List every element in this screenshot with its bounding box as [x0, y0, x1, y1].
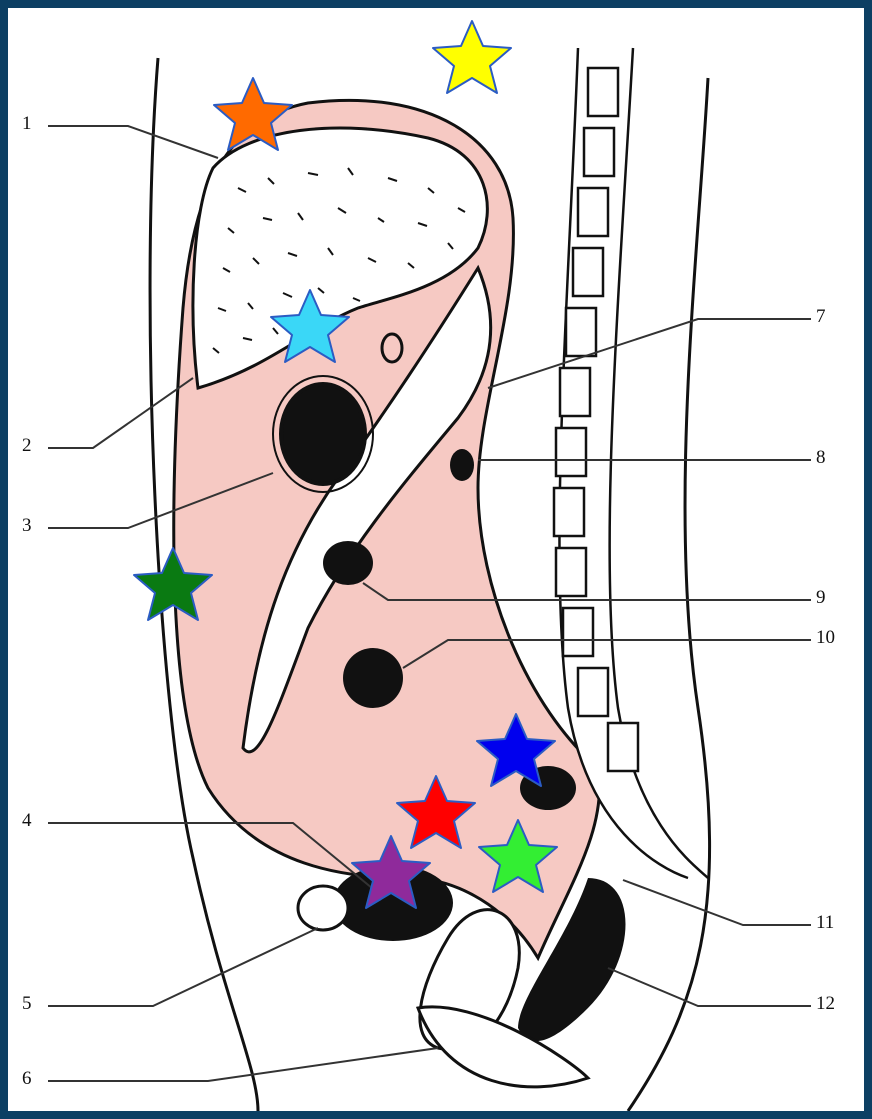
label-4: 4	[22, 810, 32, 832]
label-6: 6	[22, 1068, 32, 1090]
label-7: 7	[816, 306, 826, 328]
yellow-star-marker	[433, 21, 511, 93]
label-9: 9	[816, 587, 826, 609]
stomach-section	[281, 384, 365, 484]
leader-1	[48, 126, 218, 158]
diagram-canvas: 1 2 3 4 5 6 7 8 9 10 11 12	[8, 8, 864, 1111]
label-11: 11	[816, 912, 834, 934]
leader-5	[48, 928, 318, 1006]
leader-12	[608, 968, 811, 1006]
pancreas-duct-section	[450, 449, 474, 481]
leader-6	[48, 1048, 438, 1081]
sagittal-section-diagram	[8, 8, 864, 1111]
label-5: 5	[22, 993, 32, 1015]
label-10: 10	[816, 627, 835, 649]
label-8: 8	[816, 447, 826, 469]
label-12: 12	[816, 993, 835, 1015]
label-1: 1	[22, 113, 32, 135]
jejunum-section	[343, 648, 403, 708]
small-vessel-section	[382, 334, 402, 362]
ileum-section	[298, 886, 348, 930]
leader-2	[48, 378, 193, 448]
label-2: 2	[22, 435, 32, 457]
duodenum-section	[323, 541, 373, 585]
leader-11	[623, 880, 811, 925]
label-3: 3	[22, 515, 32, 537]
leader-7	[488, 319, 811, 388]
